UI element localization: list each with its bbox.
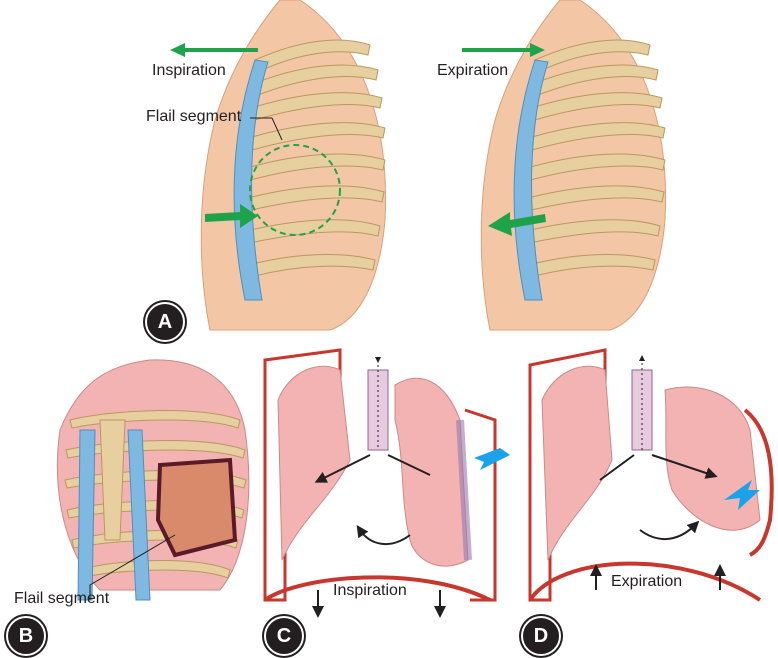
panel-c-lungs [265, 350, 510, 612]
inspiration-label-a: Inspiration [152, 62, 226, 80]
panel-d-lungs [530, 350, 772, 600]
mediastinal-shift-arrow-c [360, 530, 410, 544]
flail-segment-highlight [158, 460, 235, 555]
panel-a-left-torso [170, 0, 386, 330]
sternum [100, 420, 125, 540]
mediastinal-shift-arrow-d [640, 525, 695, 539]
expiration-label-a: Expiration [437, 62, 508, 80]
expiration-label-d: Expiration [611, 573, 682, 591]
badge-d: D [521, 616, 561, 656]
flail-segment-label-a: Flail segment [146, 108, 241, 126]
badge-b: B [6, 616, 46, 656]
inspiration-label-c: Inspiration [333, 582, 407, 600]
inward-blue-arrow-icon [474, 448, 510, 470]
expiration-arrow-icon [462, 43, 545, 57]
panel-a-right-torso [462, 0, 666, 330]
badge-c: C [264, 616, 304, 656]
flail-segment-label-b: Flail segment [14, 590, 109, 608]
panel-b-ribcage [57, 360, 248, 600]
badge-a: A [145, 302, 185, 342]
